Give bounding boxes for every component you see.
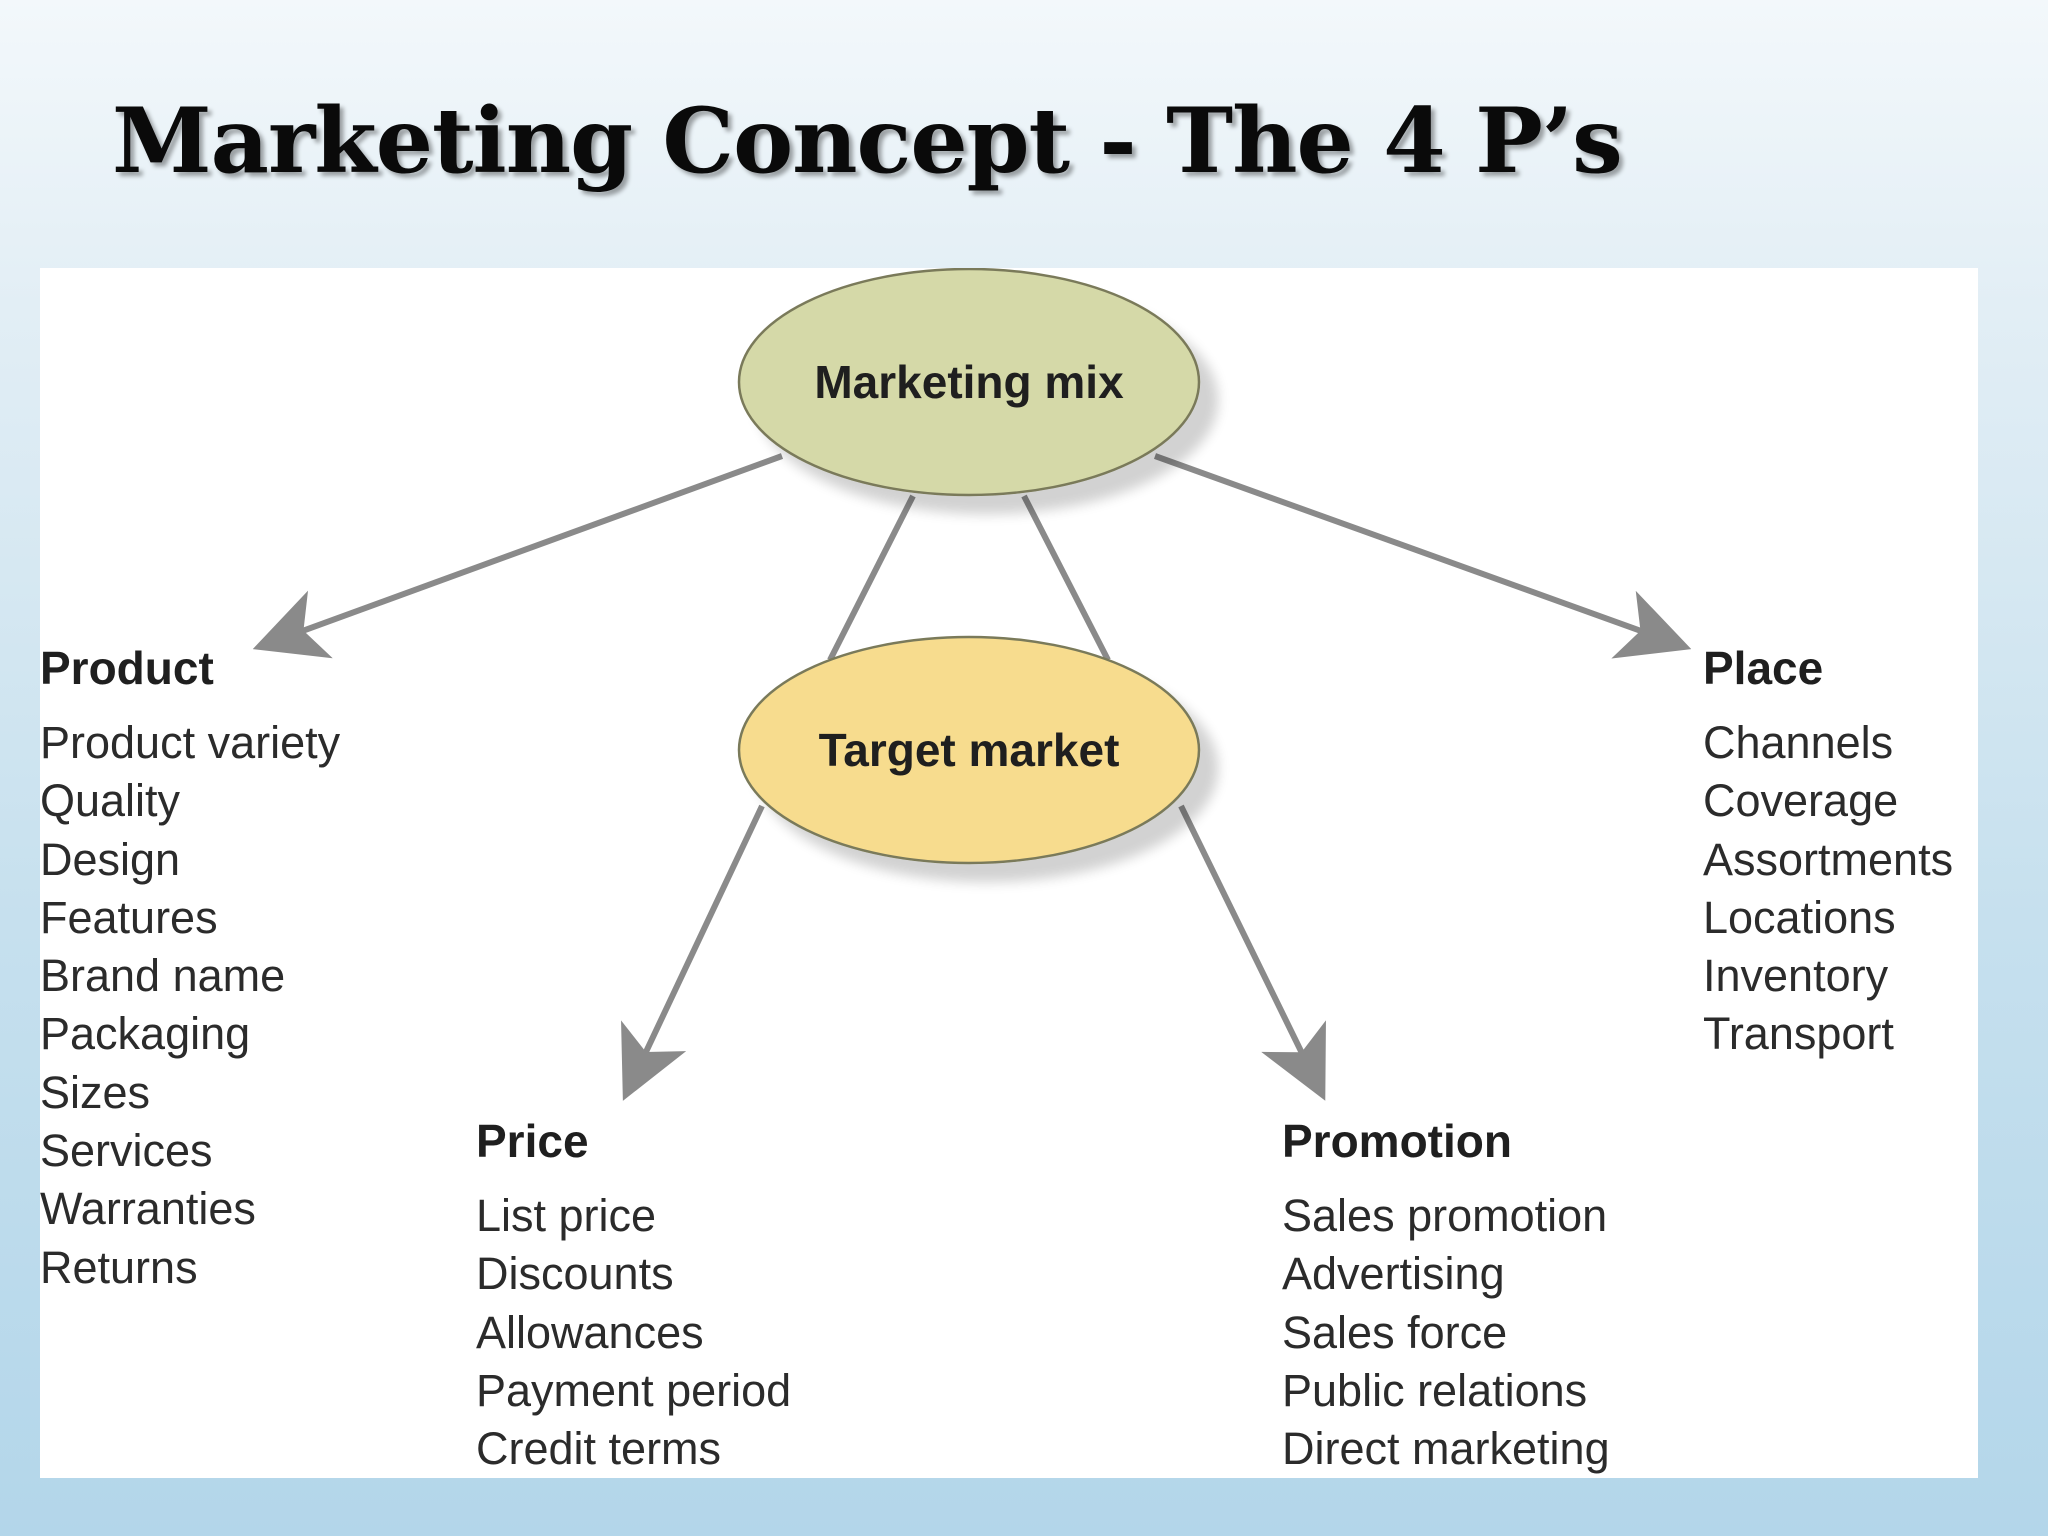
marketing-mix-ellipse (737, 268, 1201, 497)
list-item: Assortments (1703, 833, 1954, 885)
list-item: Channels (1703, 717, 1894, 768)
product-heading: Product (40, 642, 214, 694)
place-heading: Place (1703, 642, 1824, 694)
product-group: Product Product variety Quality Design F… (40, 640, 340, 1297)
promotion-list: Sales promotion Advertising Sales force … (1282, 1187, 1610, 1478)
connector-left (827, 494, 916, 662)
product-list: Product variety Quality Design Features … (40, 714, 340, 1297)
price-list: List price Discounts Allowances Payment … (476, 1187, 791, 1478)
list-item: Transport (1703, 1008, 1894, 1060)
place-list: Channels Coverage Assortments Locations … (1703, 714, 1953, 1064)
list-item: List price (476, 1190, 657, 1241)
arrow-to-promotion (1178, 804, 1326, 1101)
list-item: Public relations (1282, 1364, 1588, 1416)
list-item: Services (40, 1125, 213, 1177)
arrow-to-price (621, 804, 765, 1101)
slide-title: Marketing Concept - The 4 P’s (112, 88, 1623, 194)
list-item: Product variety (40, 717, 341, 768)
target-market-ellipse (737, 635, 1201, 865)
list-item: Sizes (40, 1066, 151, 1118)
list-item: Sales force (1282, 1306, 1508, 1358)
list-item: Returns (40, 1241, 198, 1293)
place-group: Place Channels Coverage Assortments Loca… (1703, 640, 1953, 1064)
list-item: Brand name (40, 950, 286, 1002)
list-item: Credit terms (476, 1423, 722, 1475)
list-item: Sales promotion (1282, 1190, 1608, 1241)
marketing-mix-label: Marketing mix (814, 356, 1124, 408)
diagram-graphics (252, 268, 1692, 1101)
list-item: Warranties (40, 1183, 256, 1235)
list-item: Coverage (1703, 775, 1899, 827)
promotion-group: Promotion Sales promotion Advertising Sa… (1282, 1113, 1610, 1478)
arrow-to-place (1153, 453, 1692, 659)
promotion-heading: Promotion (1282, 1115, 1512, 1167)
price-group: Price List price Discounts Allowances Pa… (476, 1113, 791, 1478)
list-item: Payment period (476, 1364, 792, 1416)
list-item: Advertising (1282, 1248, 1505, 1300)
list-item: Features (40, 891, 218, 943)
list-item: Inventory (1703, 950, 1889, 1002)
price-heading: Price (476, 1115, 589, 1167)
connector-right (1021, 494, 1111, 662)
target-market-label: Target market (818, 724, 1120, 776)
list-item: Allowances (476, 1306, 704, 1358)
arrow-to-product (252, 453, 784, 659)
list-item: Design (40, 833, 181, 885)
list-item: Direct marketing (1282, 1423, 1610, 1475)
list-item: Packaging (40, 1008, 251, 1060)
list-item: Quality (40, 775, 181, 827)
list-item: Locations (1703, 891, 1896, 943)
list-item: Discounts (476, 1248, 674, 1300)
diagram-panel: Marketing mix Target market Product Prod… (40, 268, 1978, 1478)
